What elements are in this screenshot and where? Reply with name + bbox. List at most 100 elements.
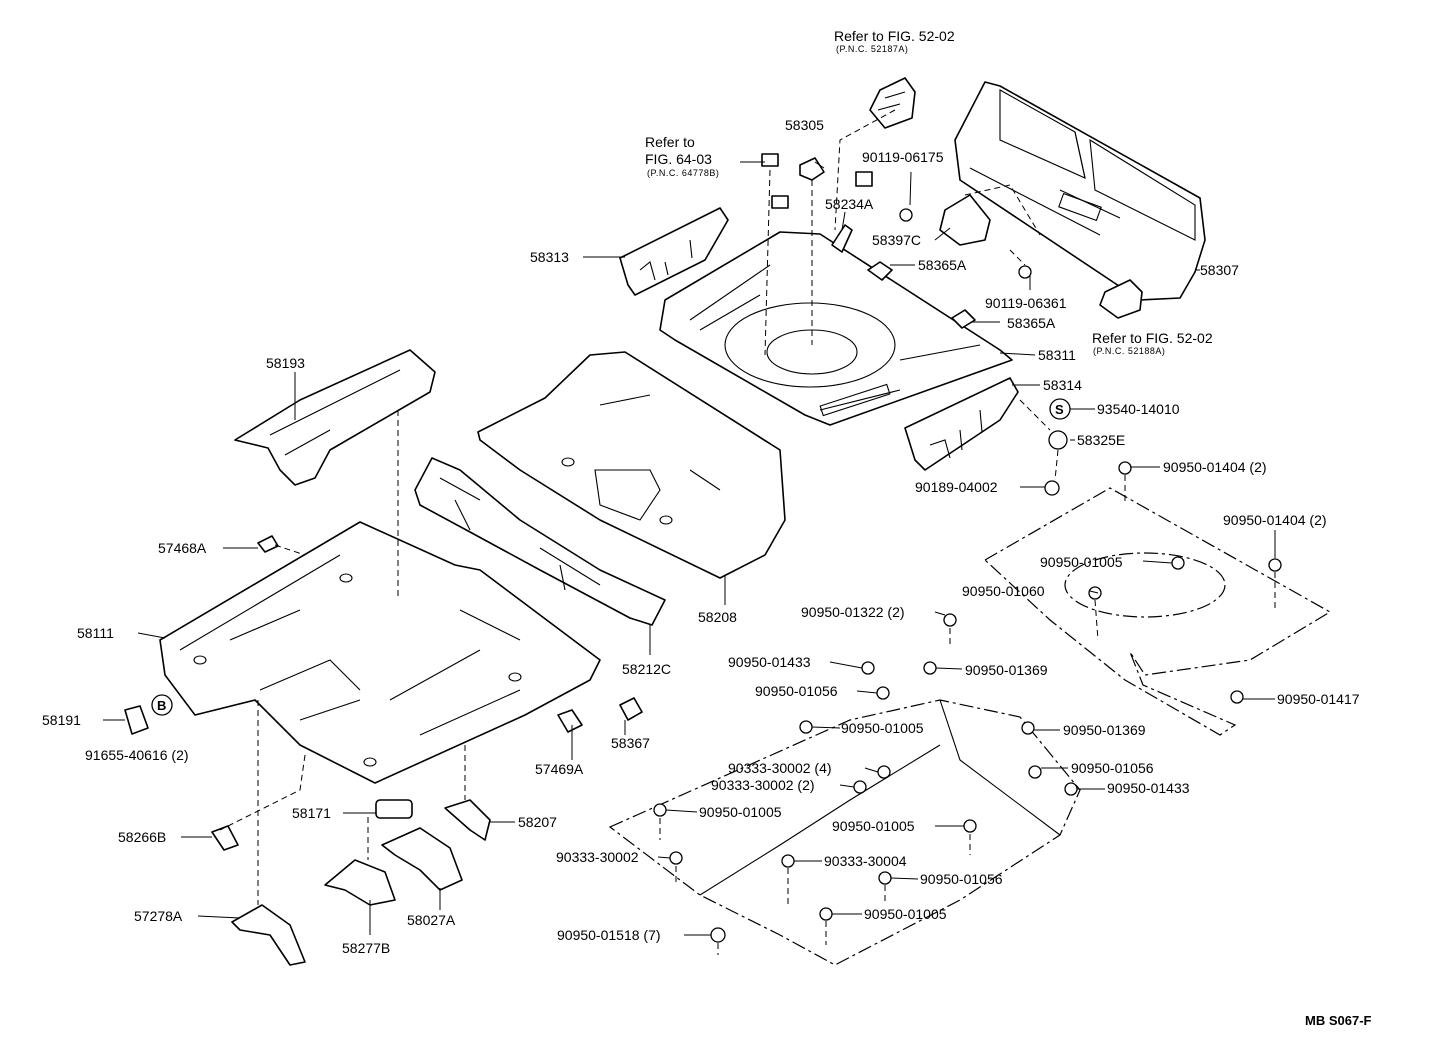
reference-pnc: (P.N.C. 52187A) [836, 44, 908, 54]
callout-90333-30002: 90333-30002 (2) [711, 777, 815, 793]
callout-58397C: 58397C [872, 232, 921, 248]
bolt-90119-06175 [899, 208, 913, 222]
callout-58208: 58208 [698, 609, 737, 625]
reference-pnc: (P.N.C. 52188A) [1093, 346, 1165, 356]
callout-90950-01056: 90950-01056 [755, 683, 838, 699]
callout-58277B: 58277B [342, 940, 390, 956]
rear-silencer-sheet [983, 487, 1332, 736]
callout-90950-01404: 90950-01404 (2) [1163, 459, 1267, 475]
bracket-57278A [231, 904, 306, 966]
plugs [653, 461, 1282, 943]
bracket-57469A [557, 709, 583, 733]
bracket-58207 [444, 799, 491, 841]
pad-top-1 [761, 153, 779, 167]
reference-text: Refer to FIG. 52-02 [834, 28, 955, 44]
callout-58207: 58207 [518, 814, 557, 830]
part-58234A [831, 224, 853, 253]
callout-58325E: 58325E [1077, 432, 1125, 448]
part-58171 [375, 799, 413, 819]
side-panel-58313 [619, 207, 729, 296]
callout-90950-01369: 90950-01369 [965, 662, 1048, 678]
bracket-58266B [211, 825, 239, 851]
callout-90950-01005: 90950-01005 [841, 720, 924, 736]
callout-58027A: 58027A [407, 912, 456, 928]
callout-90950-01417: 90950-01417 [1277, 691, 1360, 707]
callout-90950-01404: 90950-01404 (2) [1223, 512, 1327, 528]
part-58305 [799, 157, 825, 181]
callout-90950-01518: 90950-01518 (7) [557, 927, 661, 943]
callout-57278A: 57278A [134, 908, 183, 924]
callout-58266B: 58266B [118, 829, 166, 845]
callout-58212C: 58212C [622, 661, 671, 677]
callout-58234A: 58234A [825, 196, 874, 212]
callout-58193: 58193 [266, 355, 305, 371]
callout-58365A: 58365A [1007, 315, 1056, 331]
part-58365A-1 [867, 261, 893, 281]
callout-90950-01005: 90950-01005 [1040, 554, 1123, 570]
callout-90950-01433: 90950-01433 [1107, 780, 1190, 796]
bracket-58397C [939, 194, 991, 246]
bracket-58277B [324, 859, 396, 906]
front-silencer-sheet [608, 699, 1081, 966]
callout-57468A: 57468A [158, 540, 207, 556]
callout-90950-01056: 90950-01056 [920, 871, 1003, 887]
lower-bracket [1099, 279, 1143, 319]
part-58325E [1048, 430, 1068, 450]
crossmember-58212C [414, 457, 666, 626]
drawing-code: MB S067-F [1305, 1013, 1372, 1028]
callout-57469A: 57469A [535, 761, 584, 777]
callout-91655-40616: 91655-40616 (2) [85, 747, 189, 763]
callout-90950-01322: 90950-01322 (2) [801, 604, 905, 620]
nut-90119-06361 [1018, 265, 1032, 279]
callout-90333-30002: 90333-30002 [556, 849, 639, 865]
clip-90189-04002 [1044, 480, 1060, 496]
callout-90950-01005: 90950-01005 [864, 906, 947, 922]
callout-58313: 58313 [530, 249, 569, 265]
part-58367 [619, 697, 643, 721]
callout-58365A: 58365A [918, 257, 967, 273]
callout-58305: 58305 [785, 117, 824, 133]
callout-90950-01433: 90950-01433 [728, 654, 811, 670]
trunk-floor-58311 [659, 231, 1013, 426]
crossmember-58193 [234, 349, 436, 486]
callout-58367: 58367 [611, 735, 650, 751]
callout-58314: 58314 [1043, 377, 1082, 393]
rear-panel-58307 [954, 81, 1206, 301]
callout-58307: 58307 [1200, 262, 1239, 278]
bracket-57468A [257, 535, 279, 553]
callout-90950-01056: 90950-01056 [1071, 760, 1154, 776]
leader-lines [103, 161, 1276, 936]
symbol-b-letter: B [157, 698, 166, 713]
reference-fig-52-02-lower: Refer to FIG. 52-02 (P.N.C. 52188A) [1092, 330, 1213, 356]
callout-90119-06175: 90119-06175 [862, 149, 944, 165]
callout-90119-06361: 90119-06361 [985, 295, 1067, 311]
symbol-s-letter: S [1055, 402, 1064, 417]
side-panel-58314 [904, 377, 1019, 471]
assembly-lines [219, 109, 1276, 955]
part-58191 [124, 705, 149, 735]
callout-90950-01060: 90950-01060 [962, 583, 1045, 599]
callout-58171: 58171 [292, 805, 331, 821]
callout-58311: 58311 [1038, 347, 1076, 363]
symbol-s-circle [1049, 398, 1071, 420]
callout-93540-14010: 93540-14010 [1097, 401, 1180, 417]
callout-90950-01005: 90950-01005 [699, 804, 782, 820]
callout-90950-01369: 90950-01369 [1063, 722, 1146, 738]
callout-90189-04002: 90189-04002 [915, 479, 998, 495]
callout-90333-30002: 90333-30002 (4) [728, 760, 832, 776]
center-floor-58208 [477, 351, 786, 579]
callout-90333-30004: 90333-30004 [824, 853, 907, 869]
callout-58111: 58111 [77, 625, 114, 641]
upper-bracket [869, 77, 916, 129]
part-58365A-2 [951, 309, 976, 329]
reference-text: Refer to [645, 134, 695, 150]
front-floor-58111 [159, 521, 601, 784]
symbol-b-circle [151, 694, 173, 716]
reference-text: Refer to FIG. 52-02 [1092, 330, 1213, 346]
bracket-58027A [381, 827, 463, 891]
callout-90950-01005: 90950-01005 [832, 818, 915, 834]
reference-text: FIG. 64-03 [645, 151, 712, 167]
reference-pnc: (P.N.C. 64778B) [647, 168, 719, 178]
reference-fig-64-03: Refer to FIG. 64-03 (P.N.C. 64778B) [645, 134, 719, 178]
